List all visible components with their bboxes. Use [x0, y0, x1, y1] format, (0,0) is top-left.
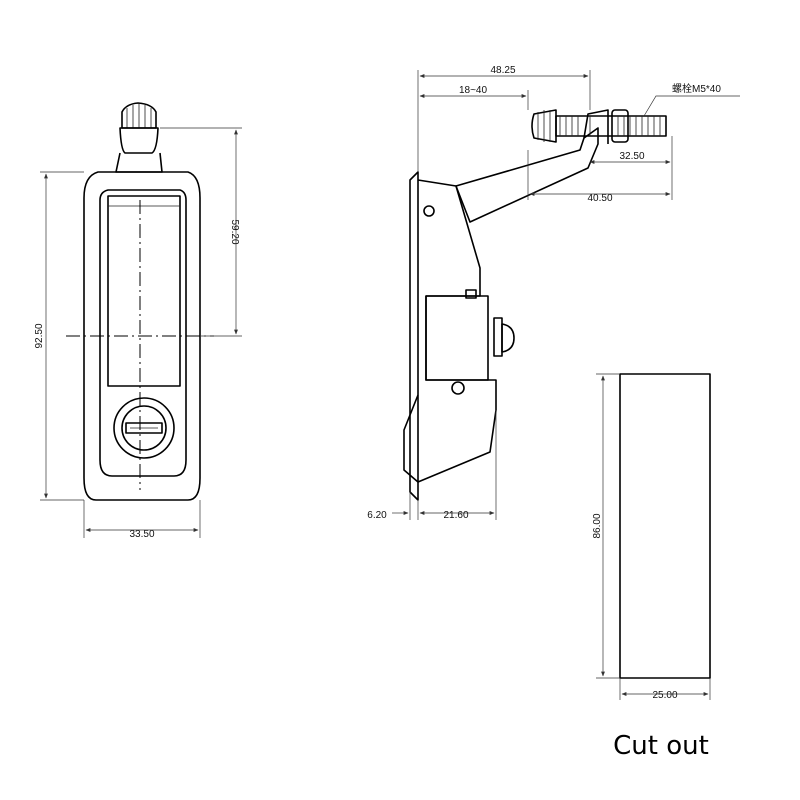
dim-side-bracket: 32.50 [619, 151, 644, 162]
cutout-label: Cut out [613, 731, 709, 761]
dim-side-depth: 21.60 [443, 510, 468, 521]
dim-front-width: 33.50 [129, 529, 154, 540]
side-arm [455, 127, 599, 223]
dim-side-overall: 48.25 [490, 65, 515, 76]
dim-front-handle: 59.20 [229, 219, 240, 244]
dim-cutout-height: 86.00 [592, 513, 603, 538]
side-flange [409, 171, 419, 501]
side-view: 48.25 18~40 螺栓M5*40 32.50 40.50 6.20 21.… [367, 65, 740, 521]
dim-side-flange: 6.20 [367, 510, 387, 521]
front-key-lock [113, 397, 175, 459]
side-screw [493, 317, 515, 357]
front-view: 33.50 92.50 59.20 [34, 102, 242, 540]
dim-side-arm: 40.50 [587, 193, 612, 204]
dim-side-range: 18~40 [459, 85, 488, 96]
dim-cutout-width: 25.00 [652, 690, 677, 701]
front-outer-body [83, 171, 201, 501]
bolt-label: 螺栓M5*40 [672, 82, 721, 95]
dim-front-height: 92.50 [34, 323, 45, 348]
cutout-view: 86.00 25.00 Cut out [592, 373, 711, 761]
front-knob [115, 102, 163, 173]
side-bolt [531, 109, 667, 143]
side-lock-block [425, 295, 489, 381]
cutout-rectangle [619, 373, 711, 679]
front-inner-panel [99, 189, 187, 477]
front-handle [107, 195, 181, 387]
